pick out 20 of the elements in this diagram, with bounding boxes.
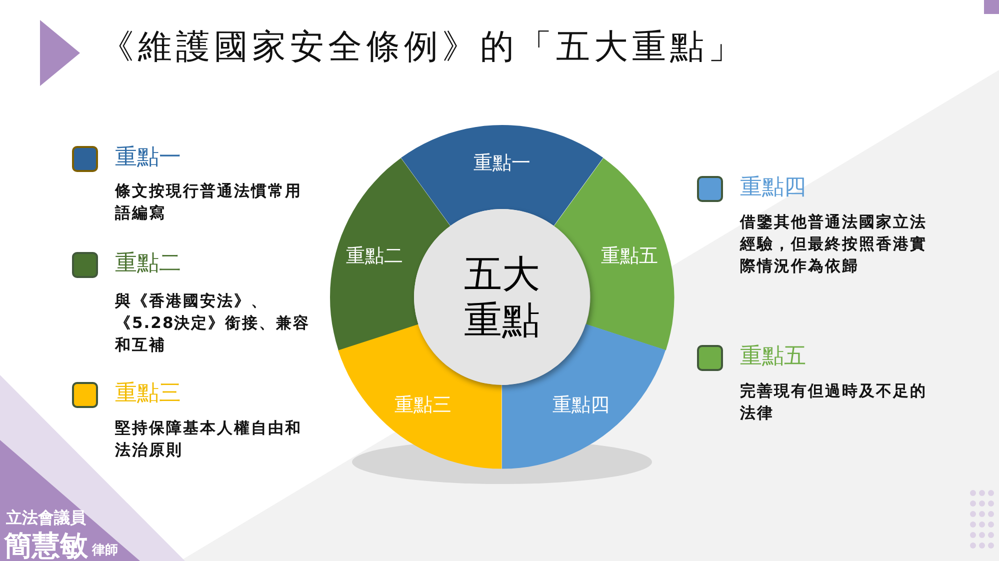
description-text: 完善現有但過時及不足的法律 — [740, 381, 928, 424]
title: 《維護國家安全條例》的「五大重點」 — [100, 26, 746, 69]
segment-label: 重點三 — [394, 393, 452, 418]
legend-heading: 重點五 — [740, 343, 806, 371]
description-text: 堅持保障基本人權自由和法治原則 — [115, 418, 303, 461]
author-title: 立法會議員 — [6, 508, 86, 529]
segment-label: 重點五 — [600, 244, 658, 269]
legend-heading: 重點三 — [115, 380, 181, 408]
description-text: 與《香港國安法》、《5.28決定》銜接、兼容和互補 — [115, 291, 312, 356]
legend-heading: 重點一 — [115, 144, 181, 172]
description-text: 借鑒其他普通法國家立法經驗，但最終按照香港實際情況作為依歸 — [740, 212, 928, 277]
author-suffix: 律師 — [92, 542, 118, 559]
legend-heading: 重點四 — [740, 174, 806, 202]
center-label: 五大重點 — [463, 251, 541, 343]
legend-heading: 重點二 — [115, 250, 181, 278]
description-text: 條文按現行普通法慣常用語編寫 — [115, 181, 303, 224]
segment-label: 重點一 — [473, 151, 530, 176]
author-name: 簡慧敏 — [4, 528, 88, 561]
segment-label: 重點二 — [346, 244, 404, 269]
segment-label: 重點四 — [552, 393, 610, 418]
